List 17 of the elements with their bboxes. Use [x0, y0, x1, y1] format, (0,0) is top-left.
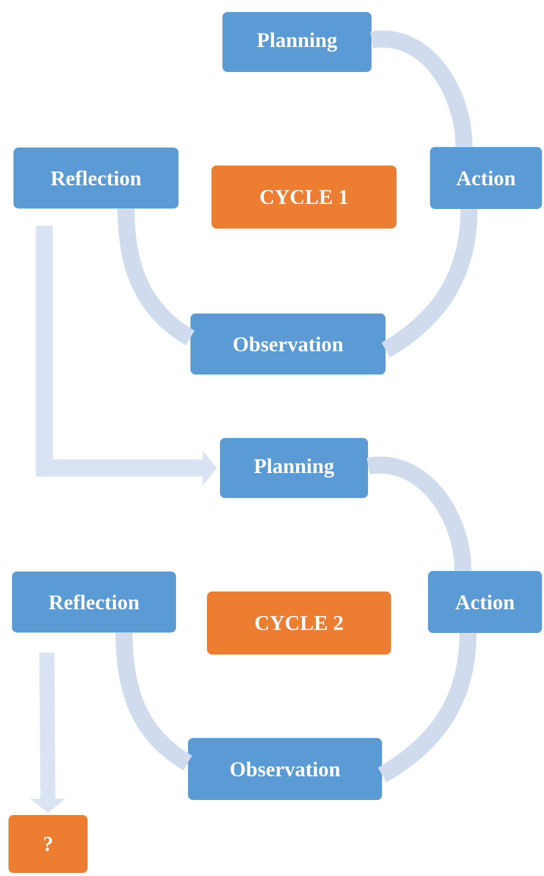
connector-arc	[116, 632, 192, 770]
process-box: Planning	[222, 12, 372, 72]
connector-arc	[118, 208, 195, 346]
process-box: Action	[428, 571, 542, 633]
process-box: Observation	[190, 314, 386, 374]
cycle-box: CYCLE 1	[212, 166, 396, 228]
process-box: Planning	[220, 438, 368, 498]
process-box: Reflection	[14, 148, 178, 208]
process-box: Action	[430, 147, 542, 209]
connector-arc	[378, 632, 476, 782]
process-box: Reflection	[12, 572, 176, 632]
connector-arc	[371, 30, 472, 148]
question-box: ?	[8, 815, 88, 873]
process-box: Observation	[188, 738, 382, 800]
cycle-box: CYCLE 2	[207, 592, 391, 654]
connector-arc	[381, 208, 478, 358]
connector-arc	[368, 456, 472, 572]
